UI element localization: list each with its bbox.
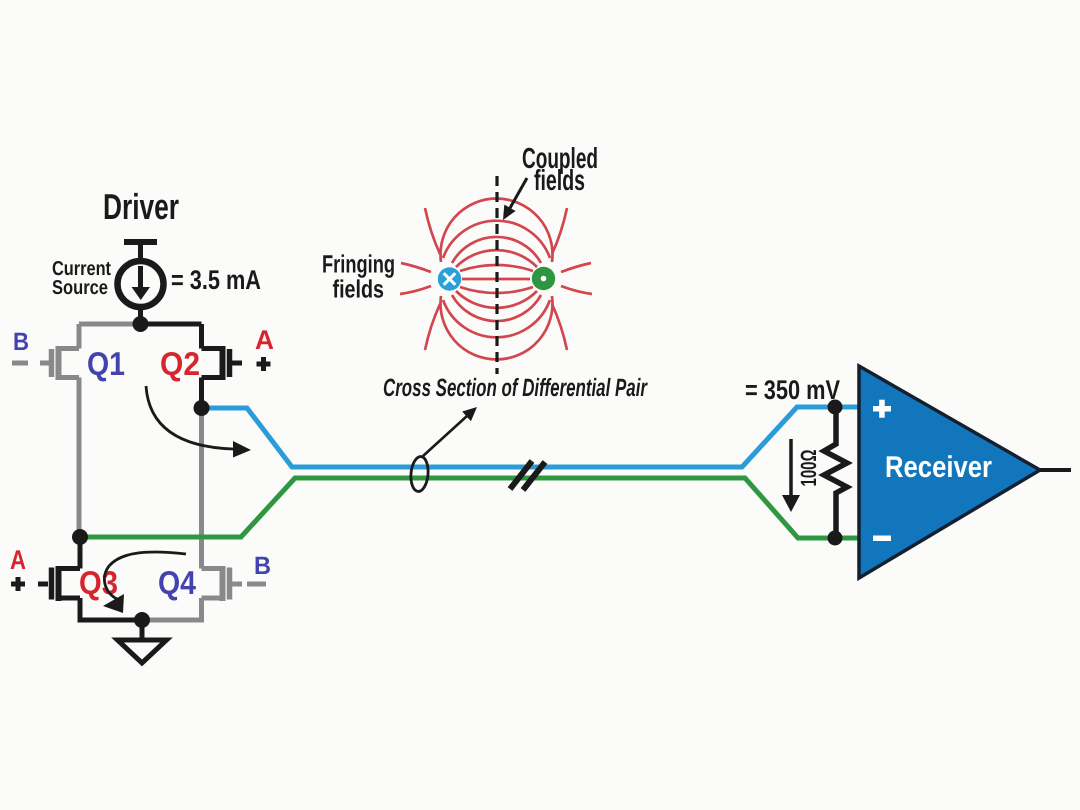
svg-text:Q1: Q1: [87, 345, 125, 382]
svg-text:Q4: Q4: [158, 564, 197, 601]
svg-text:Source: Source: [52, 277, 108, 299]
svg-text:fields: fields: [333, 276, 385, 304]
svg-text:Current: Current: [52, 258, 111, 280]
svg-text:= 350 mV: = 350 mV: [745, 375, 840, 405]
svg-text:Receiver: Receiver: [885, 451, 992, 484]
svg-text:Driver: Driver: [103, 186, 179, 227]
svg-text:A: A: [255, 325, 274, 355]
svg-text:A: A: [10, 545, 26, 575]
svg-text:B: B: [254, 552, 271, 580]
svg-text:B: B: [13, 328, 29, 356]
svg-text:Fringing: Fringing: [322, 251, 395, 279]
svg-text:Cross Section of Differential: Cross Section of Differential Pair: [383, 374, 648, 402]
svg-text:fields: fields: [534, 165, 585, 197]
svg-text:Q2: Q2: [160, 345, 200, 382]
svg-text:= 3.5 mA: = 3.5 mA: [171, 265, 261, 295]
svg-text:100Ω: 100Ω: [796, 450, 821, 487]
svg-text:Coupled: Coupled: [522, 143, 598, 175]
